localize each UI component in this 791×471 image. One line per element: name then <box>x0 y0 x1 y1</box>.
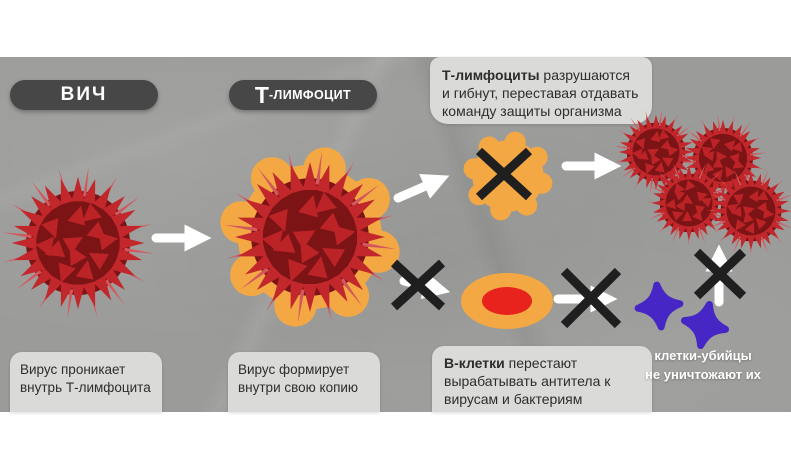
step1-caption: Вирус проникает внутрь Т-лимфоцита <box>10 352 162 412</box>
step2-caption-text: Вирус формирует внутри свою копию <box>238 362 359 395</box>
bcell-core-icon <box>482 287 532 315</box>
cross-on-killer-arrow-icon <box>560 267 622 329</box>
killer-cells-caption: клетки-убийцы не уничтожают их <box>618 347 788 385</box>
tcell-death-caption-rest: разрушаются и гибнут, переставая отдават… <box>442 67 639 119</box>
cross-on-destroyed-tcell-icon <box>475 147 533 201</box>
bcell-caption: В-клетки перестают вырабатывать антитела… <box>432 346 652 412</box>
tcell-label-initial: Т <box>254 81 269 108</box>
step2-caption: Вирус формирует внутри свою копию <box>228 352 380 412</box>
t-lymphocyte-icon <box>220 147 400 327</box>
step1-caption-text: Вирус проникает внутрь Т-лимфоцита <box>20 362 151 395</box>
tcell-death-caption: Т-лимфоциты разрушаются и гибнут, перест… <box>430 57 652 124</box>
cross-on-bcell-arrow-icon <box>390 259 446 311</box>
tcell-label-rest: -ЛИМФОЦИТ <box>268 88 352 102</box>
killer-caption-line1: клетки-убийцы <box>654 348 752 363</box>
hiv-label-text: ВИЧ <box>60 84 108 105</box>
bcell-caption-bold: В-клетки <box>444 355 505 371</box>
virus-core-icon <box>223 150 397 324</box>
b-cell-icon <box>461 273 553 329</box>
cross-on-up-arrow-icon <box>693 248 747 300</box>
arrow-tcell-to-destroyed-icon <box>393 174 450 203</box>
killer-caption-line2: не уничтожают их <box>645 366 761 382</box>
hiv-virus-icon <box>1 166 155 320</box>
tcell-death-caption-bold: Т-лимфоциты <box>442 67 540 83</box>
virus-cluster-icon <box>613 97 791 266</box>
bcell-caption-rest: перестают вырабатывать антитела к вируса… <box>444 355 611 407</box>
hiv-label-pill: ВИЧ <box>10 80 158 110</box>
tcell-label-pill: Т-ЛИМФОЦИТ <box>229 80 377 110</box>
